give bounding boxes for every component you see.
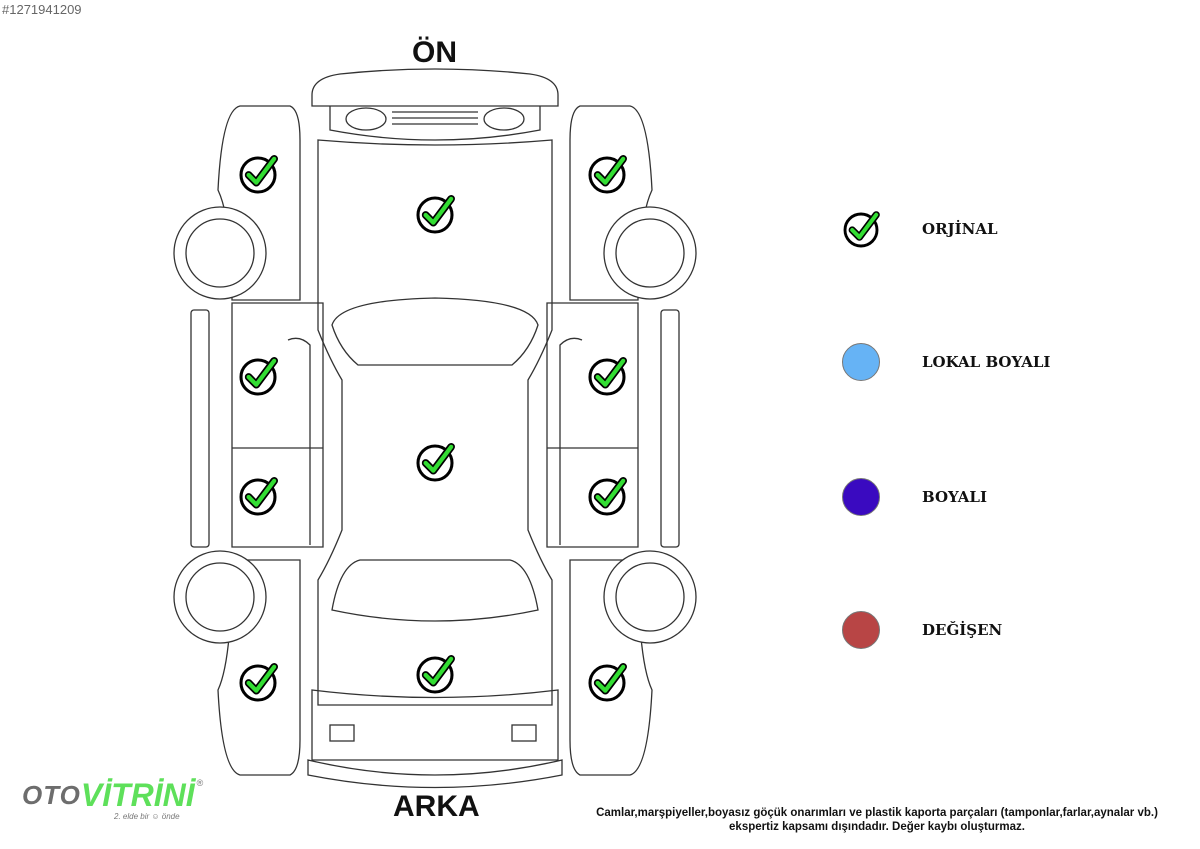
logo-tagline: 2. elde bir ☺ önde [114,812,180,821]
wheel-rear-left [173,550,267,644]
legend-swatch [842,478,880,516]
left-doors [231,302,324,548]
legend-label: ORJİNAL [922,220,998,238]
legend-swatch [842,611,880,649]
rear-bumper [311,689,559,761]
footer-note-line2: ekspertiz kapsamı dışındadır. Değer kayb… [729,821,1025,833]
logo-vitrini: VİTRİNİ [80,777,195,813]
headlight-left [345,107,387,131]
part-status-trunk [416,655,455,694]
wheel-front-left [173,206,267,300]
part-status-front-right-fender [588,155,627,194]
right-doors [546,302,639,548]
sill-right [660,309,680,548]
taillight-right [511,724,537,742]
part-status-rear-left-door [239,477,278,516]
part-status-markers [239,155,627,702]
legend-check-icon [843,211,880,248]
footer-note: Camlar,marşpiyeller,boyasız göçük onarım… [570,806,1184,834]
taillight-left [329,724,355,742]
logo-oto: OTO [22,780,81,810]
part-status-roof [416,443,455,482]
part-status-front-left-door [239,357,278,396]
part-status-front-right-door [588,357,627,396]
legend-label: LOKAL BOYALI [922,353,1051,371]
rear-window [331,559,539,622]
part-status-rear-right-fender [588,663,627,702]
headlight-right [483,107,525,131]
legend-swatch [842,343,880,381]
windshield [331,297,539,366]
sill-left [190,309,210,548]
rear-bumper-lower [307,759,563,789]
front-bumper [311,68,559,107]
front-bumper-lower [329,106,541,141]
part-status-hood [416,195,455,234]
check-circle-icon [843,211,880,248]
front-label: ÖN [412,36,457,69]
part-status-rear-right-door [588,477,627,516]
grille [392,111,478,125]
legend-label: BOYALI [922,488,987,506]
part-status-front-left-fender [239,155,278,194]
car-body [317,139,553,706]
part-status-rear-left-fender [239,663,278,702]
wheel-rear-right [603,550,697,644]
image-id: #1271941209 [2,2,82,17]
legend-label: DEĞİŞEN [922,621,1003,639]
logo-registered: ® [196,778,204,788]
wheel-front-right [603,206,697,300]
footer-note-line1: Camlar,marşpiyeller,boyasız göçük onarım… [596,807,1158,819]
rear-label: ARKA [393,790,480,823]
